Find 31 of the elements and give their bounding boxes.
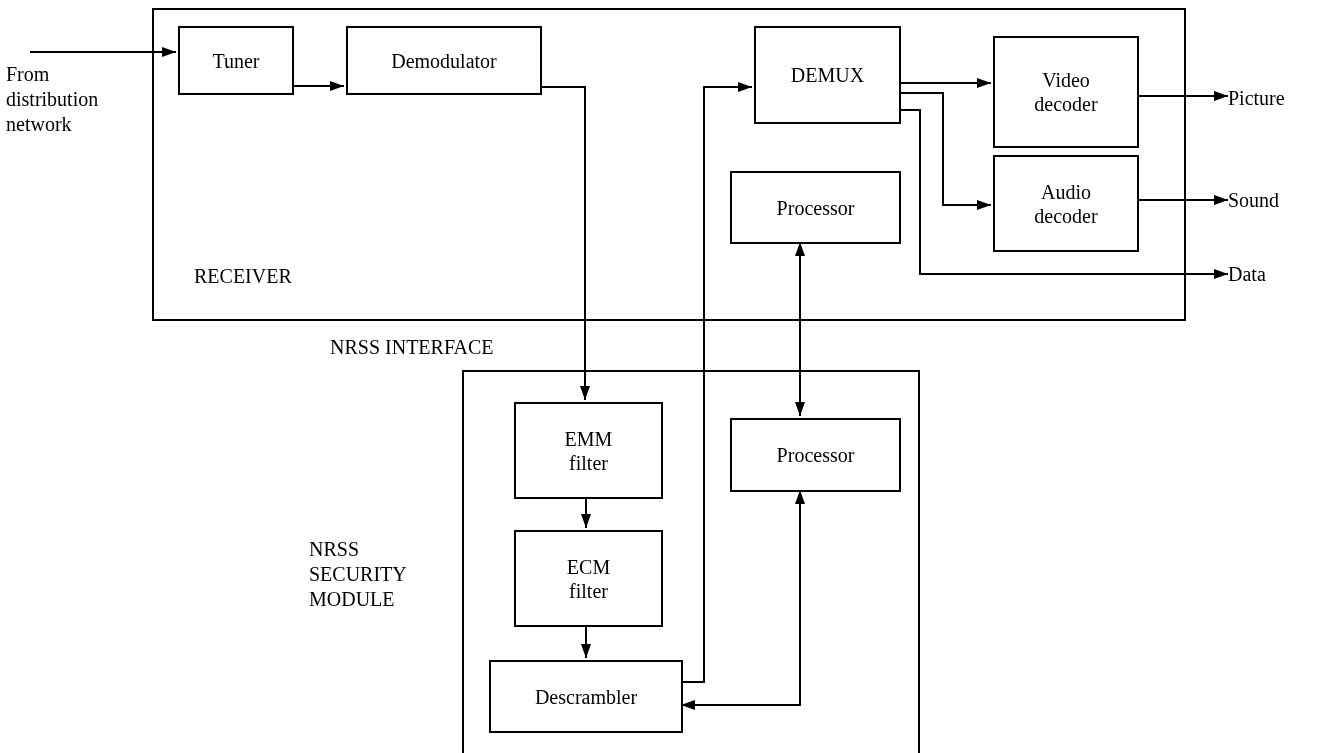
block-box: Descrambler	[489, 660, 683, 733]
signal-label: From distribution network	[6, 52, 146, 137]
arrow	[581, 624, 591, 659]
block-box: Audio decoder	[993, 155, 1139, 252]
block-box: Processor	[730, 171, 901, 244]
arrow	[581, 496, 591, 529]
block-box: Video decoder	[993, 36, 1139, 148]
arrow	[29, 47, 177, 57]
arrow	[1136, 195, 1229, 205]
arrow	[680, 489, 805, 710]
receiver-panel	[152, 8, 1186, 321]
interface-label: NRSS INTERFACE	[330, 336, 494, 359]
signal-label: Picture	[1228, 86, 1332, 111]
arrow	[898, 92, 992, 210]
block-box: EMM filter	[514, 402, 663, 499]
arrow	[898, 109, 1229, 279]
arrow	[680, 82, 753, 683]
panel-title: NRSS SECURITY MODULE	[309, 537, 408, 612]
signal-label: Sound	[1228, 188, 1332, 213]
panel-title: RECEIVER	[194, 264, 293, 289]
arrow	[795, 241, 805, 417]
arrow	[539, 86, 590, 401]
block-box: ECM filter	[514, 530, 663, 627]
block-box: Tuner	[178, 26, 294, 95]
arrow	[291, 81, 345, 91]
signal-label: Data	[1228, 262, 1332, 287]
block-box: DEMUX	[754, 26, 901, 124]
block-box: Demodulator	[346, 26, 542, 95]
arrow	[898, 78, 992, 88]
block-box: Processor	[730, 418, 901, 492]
arrow	[1136, 91, 1229, 101]
